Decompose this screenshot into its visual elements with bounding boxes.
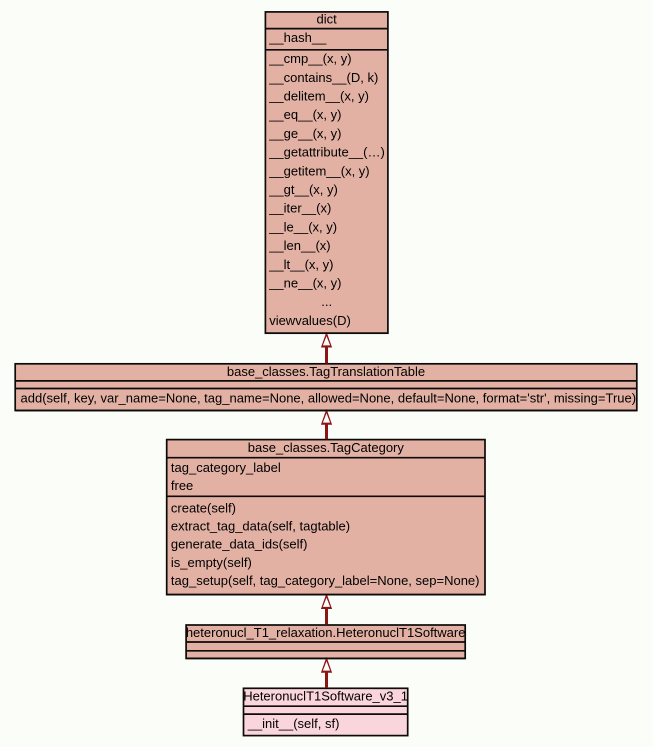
svg-text:__contains__(D, k): __contains__(D, k) <box>268 70 378 85</box>
svg-text:__getattribute__(…): __getattribute__(…) <box>268 145 385 160</box>
svg-text:create(self): create(self) <box>171 500 236 515</box>
svg-text:__getitem__(x, y): __getitem__(x, y) <box>268 163 369 178</box>
svg-text:__hash__: __hash__ <box>268 30 327 45</box>
svg-text:is_empty(self): is_empty(self) <box>171 555 252 570</box>
svg-text:tag_setup(self, tag_category_l: tag_setup(self, tag_category_label=None,… <box>171 573 480 588</box>
svg-text:__init__(self, sf): __init__(self, sf) <box>247 716 340 731</box>
svg-text:heteronucl_T1_relaxation.Heter: heteronucl_T1_relaxation.HeteronuclT1Sof… <box>186 625 466 640</box>
svg-text:__ne__(x, y): __ne__(x, y) <box>268 276 341 291</box>
svg-text:...: ... <box>321 294 332 309</box>
svg-text:__cmp__(x, y): __cmp__(x, y) <box>268 51 351 66</box>
svg-text:__iter__(x): __iter__(x) <box>268 201 331 216</box>
svg-text:dict: dict <box>317 12 338 27</box>
svg-text:free: free <box>171 478 193 493</box>
svg-text:__gt__(x, y): __gt__(x, y) <box>268 182 338 197</box>
svg-text:__le__(x, y): __le__(x, y) <box>268 219 337 234</box>
svg-text:__delitem__(x, y): __delitem__(x, y) <box>268 89 369 104</box>
svg-text:extract_tag_data(self, tagtabl: extract_tag_data(self, tagtable) <box>171 519 350 534</box>
svg-text:__ge__(x, y): __ge__(x, y) <box>268 126 341 141</box>
svg-text:__eq__(x, y): __eq__(x, y) <box>268 107 341 122</box>
svg-text:HeteronuclT1Software_v3_1: HeteronuclT1Software_v3_1 <box>243 689 408 704</box>
svg-text:generate_data_ids(self): generate_data_ids(self) <box>171 537 308 552</box>
svg-text:base_classes.TagTranslationTab: base_classes.TagTranslationTable <box>227 364 425 379</box>
svg-text:add(self, key, var_name=None,: add(self, key, var_name=None, tag_name=N… <box>21 390 637 405</box>
svg-text:viewvalues(D): viewvalues(D) <box>269 313 351 328</box>
svg-text:tag_category_label: tag_category_label <box>171 460 281 475</box>
svg-text:base_classes.TagCategory: base_classes.TagCategory <box>248 440 405 455</box>
svg-text:__lt__(x, y): __lt__(x, y) <box>268 257 333 272</box>
svg-text:__len__(x): __len__(x) <box>268 238 330 253</box>
